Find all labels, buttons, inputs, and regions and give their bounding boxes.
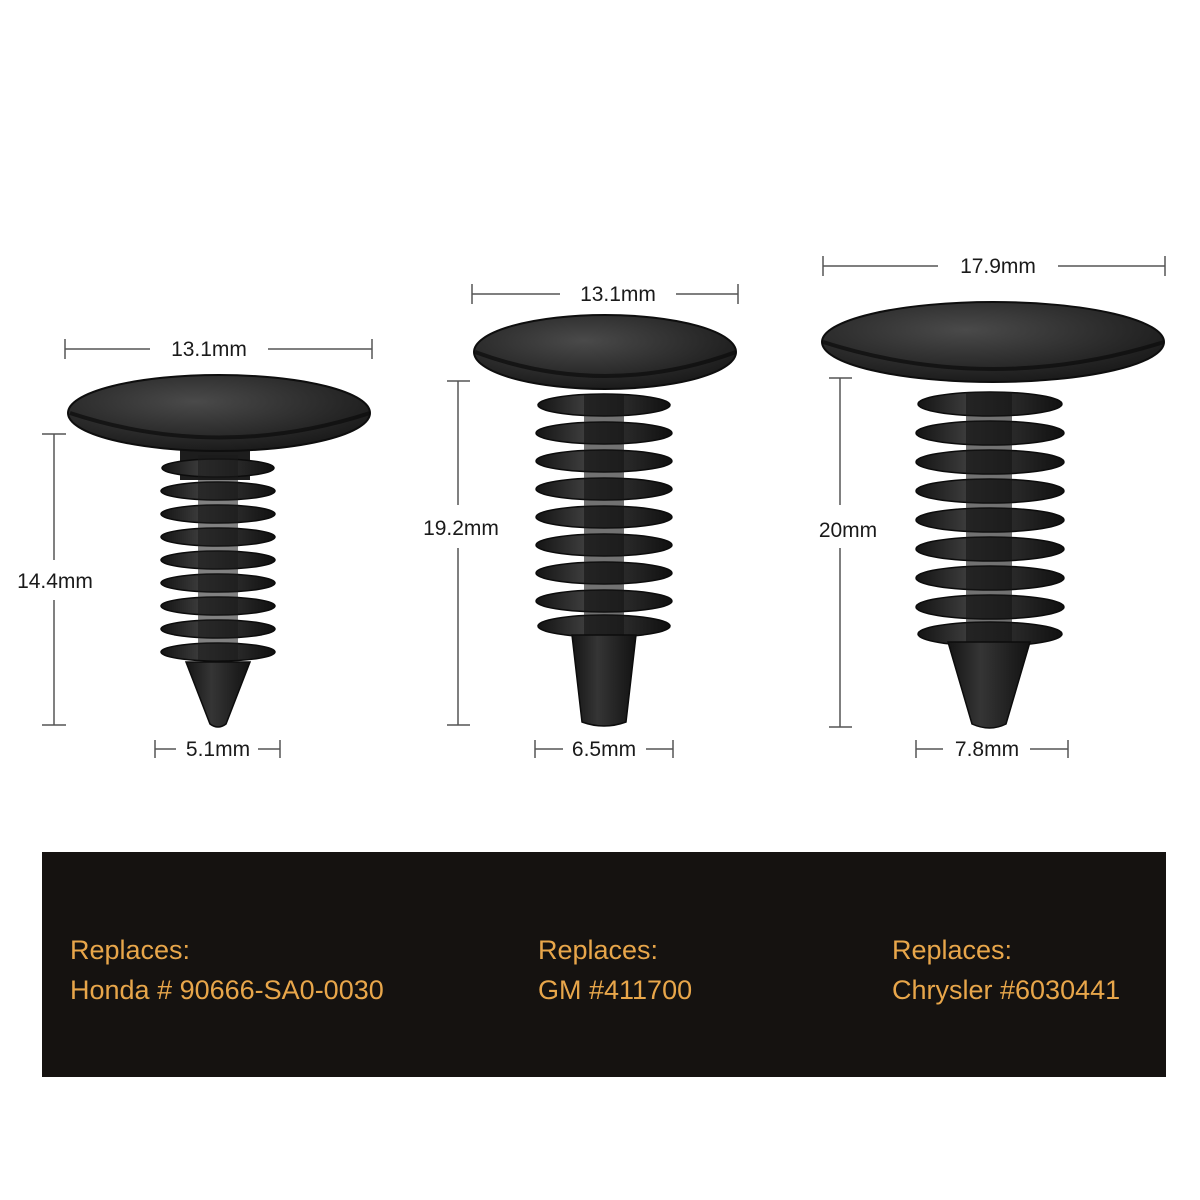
fastener-3: 17.9mm 20mm 7.8mm	[819, 255, 1166, 761]
length-dimension-1: 14.4mm	[17, 433, 93, 726]
fastener-2-tip	[571, 634, 637, 727]
head-width-dimension-3: 17.9mm	[822, 255, 1166, 278]
part-number-1: Honda # 90666-SA0-0030	[70, 975, 384, 1005]
fastener-2-body	[473, 314, 737, 727]
shank-diameter-dimension-2: 6.5mm	[534, 738, 674, 761]
shank-diameter-label-3: 7.8mm	[955, 738, 1019, 761]
fastener-1-tip	[184, 661, 252, 728]
fastener-2: 13.1mm 19.2mm 6.5mm	[423, 283, 739, 761]
fastener-1: 13.1mm 14.4mm 5.1mm	[17, 338, 373, 761]
replaces-panel: Replaces: Honda # 90666-SA0-0030 Replace…	[42, 852, 1166, 1077]
part-number-3: Chrysler #6030441	[892, 975, 1121, 1005]
length-label-1: 14.4mm	[17, 570, 93, 593]
replaces-block-3: Replaces: Chrysler #6030441	[892, 930, 1120, 1010]
replaces-block-2: Replaces: GM #411700	[538, 930, 692, 1010]
fastener-3-body	[821, 301, 1165, 729]
shank-diameter-label-1: 5.1mm	[186, 738, 250, 761]
head-width-dimension-1: 13.1mm	[64, 338, 373, 361]
head-width-label-3: 17.9mm	[960, 255, 1036, 278]
shank-diameter-dimension-1: 5.1mm	[154, 738, 281, 761]
length-dimension-3: 20mm	[819, 377, 877, 728]
head-width-dimension-2: 13.1mm	[471, 283, 739, 306]
replaces-label-1: Replaces:	[70, 935, 191, 965]
length-label-2: 19.2mm	[423, 517, 499, 540]
fastener-2-ribs	[535, 393, 673, 638]
part-number-2: GM #411700	[538, 975, 693, 1005]
fastener-3-tip	[946, 641, 1032, 729]
replaces-label-2: Replaces:	[538, 935, 659, 965]
fastener-1-head	[67, 374, 371, 452]
head-width-label-1: 13.1mm	[171, 338, 247, 361]
replaces-block-1: Replaces: Honda # 90666-SA0-0030	[70, 930, 384, 1010]
head-width-label-2: 13.1mm	[580, 283, 656, 306]
shank-diameter-dimension-3: 7.8mm	[915, 738, 1069, 761]
length-dimension-2: 19.2mm	[423, 380, 499, 726]
length-label-3: 20mm	[819, 519, 877, 542]
replaces-label-3: Replaces:	[892, 935, 1013, 965]
shank-diameter-label-2: 6.5mm	[572, 738, 636, 761]
fastener-1-body	[67, 374, 371, 728]
